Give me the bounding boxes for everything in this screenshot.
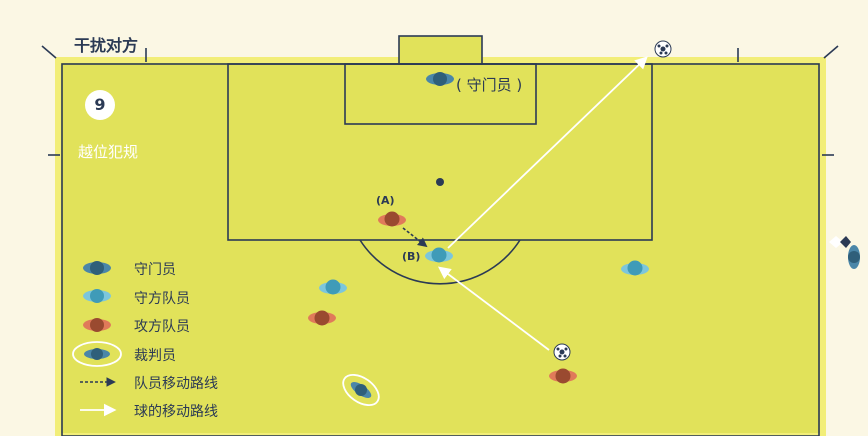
defender-right	[621, 260, 649, 276]
corner-mark-left	[41, 45, 57, 59]
goal	[398, 35, 483, 65]
ball-bottom-icon	[553, 343, 571, 361]
referee-icon	[72, 341, 122, 367]
goalkeeper-label: ( 守门员 )	[456, 76, 523, 94]
referee-player	[342, 373, 380, 407]
flag-icon	[829, 236, 851, 248]
goal-area	[344, 63, 537, 125]
legend-attacker: 攻方队员	[134, 319, 190, 335]
penalty-spot	[436, 178, 444, 186]
assistant-referee	[848, 245, 860, 269]
goalkeeper-icon	[83, 261, 111, 275]
legend-goalkeeper: 守门员	[134, 262, 176, 278]
attacker-a	[378, 211, 406, 227]
ball-path-1	[437, 266, 550, 351]
legend-player-path: 队员移动路线	[134, 376, 218, 392]
legend-ball-path: 球的移动路线	[134, 404, 218, 420]
ball-path-2	[447, 56, 648, 249]
diagram-subtitle: 越位犯规	[78, 143, 139, 161]
defender-b	[425, 247, 453, 263]
rule-number-badge: 9	[85, 90, 115, 120]
ball-top-icon	[654, 40, 672, 58]
diagram-title: 干扰对方	[74, 36, 139, 55]
attacker-mid-left	[308, 310, 336, 326]
legend-referee: 裁判员	[134, 348, 176, 364]
defender-icon	[83, 289, 111, 303]
goalkeeper-player	[426, 72, 454, 86]
marker-b: (B)	[402, 250, 421, 263]
corner-mark-right	[823, 45, 839, 59]
defender-mid-left	[319, 279, 347, 295]
legend-defender: 守方队员	[134, 291, 190, 307]
marker-a: (A)	[376, 194, 395, 207]
penalty-arc	[359, 239, 521, 285]
attacker-icon	[83, 318, 111, 332]
attacker-bottom-right	[549, 368, 577, 384]
